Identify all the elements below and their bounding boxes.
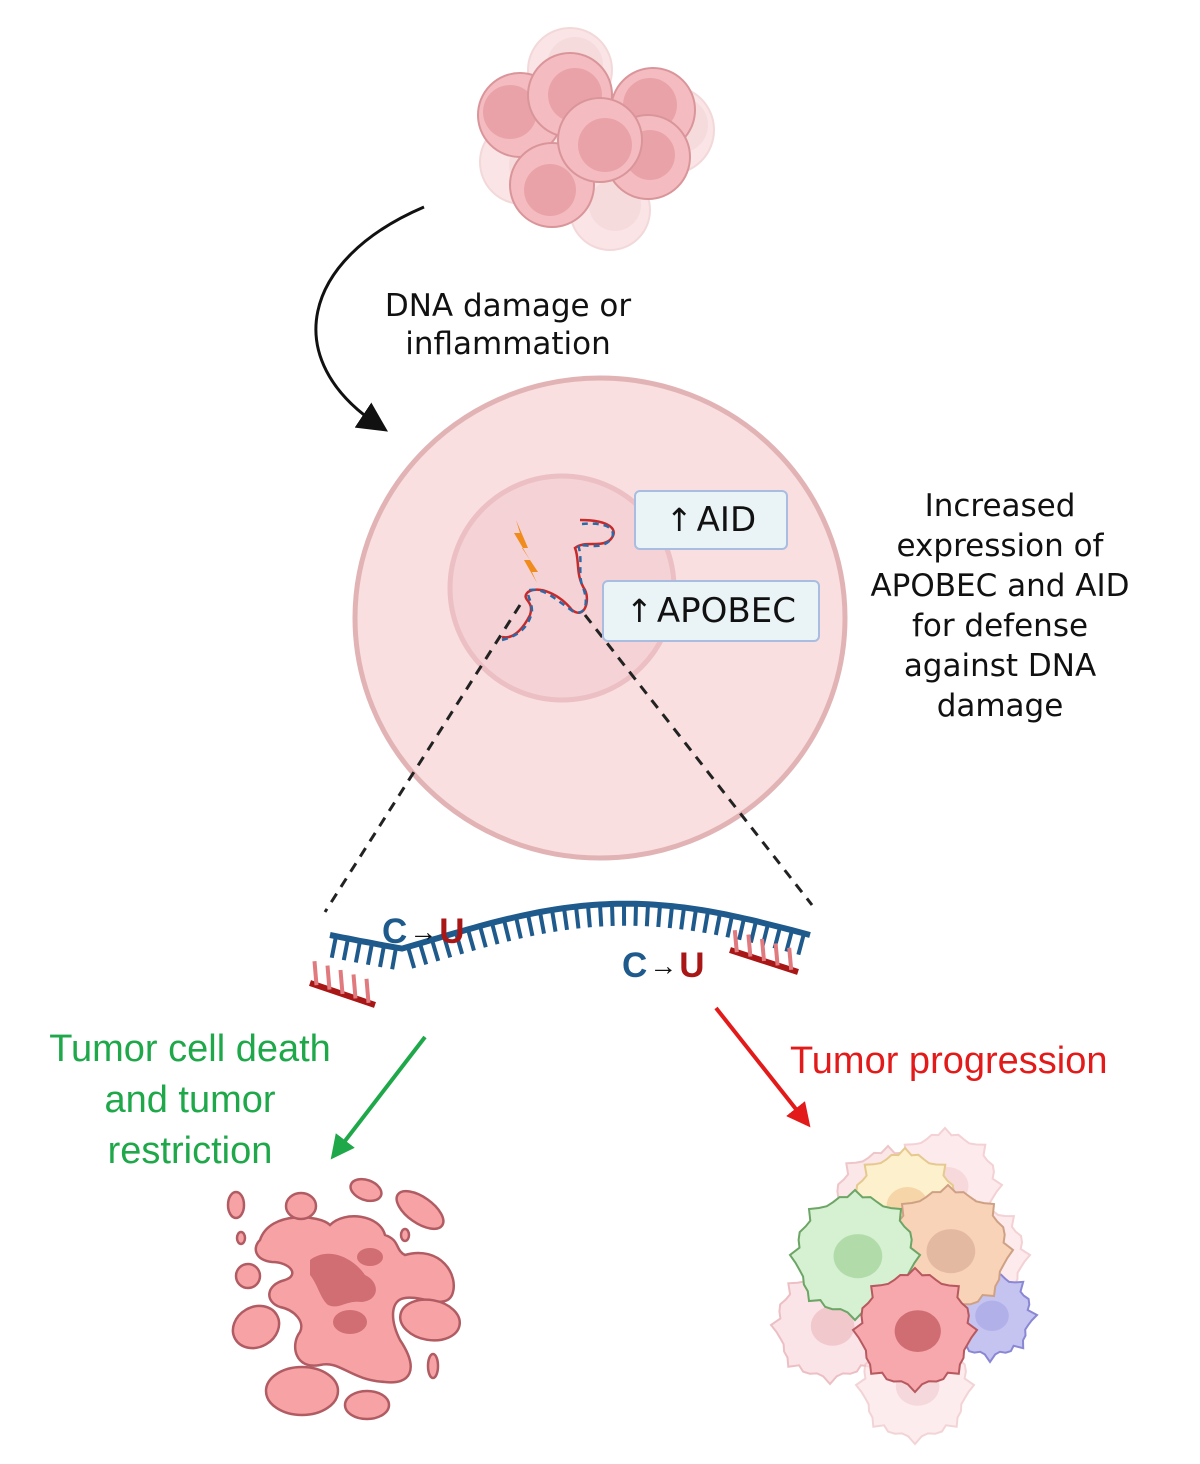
dna-base bbox=[679, 907, 686, 930]
dna-base bbox=[478, 925, 488, 948]
normal-cell-cluster-icon bbox=[477, 27, 715, 251]
complementary-base bbox=[746, 934, 753, 957]
dna-base bbox=[466, 928, 476, 952]
dna-base bbox=[598, 904, 604, 927]
dna-base bbox=[406, 946, 417, 969]
apobec-label: APOBEC bbox=[656, 591, 796, 631]
mutation-label-left: C → U bbox=[382, 912, 465, 951]
dna-base bbox=[713, 912, 722, 936]
dna-base bbox=[353, 940, 362, 963]
dna-base bbox=[550, 909, 558, 932]
dna-base bbox=[586, 905, 592, 928]
mutation-label-right: C → U bbox=[622, 946, 705, 985]
dna-base bbox=[574, 906, 581, 929]
complementary-base bbox=[760, 938, 766, 962]
apobec-box: ↑ APOBEC bbox=[602, 580, 820, 642]
dna-base bbox=[667, 905, 674, 929]
dna-base bbox=[514, 916, 523, 939]
dna-base bbox=[418, 942, 429, 966]
dna-base bbox=[329, 935, 338, 959]
right-arrow-icon: → bbox=[649, 950, 678, 981]
dna-base bbox=[610, 903, 615, 926]
complementary-base bbox=[732, 930, 739, 953]
dna-base bbox=[737, 917, 746, 941]
dna-base bbox=[562, 907, 569, 931]
complementary-base bbox=[338, 969, 345, 995]
tumor-cell-red bbox=[851, 1266, 979, 1394]
dna-base bbox=[365, 942, 374, 966]
dna-base bbox=[442, 935, 453, 958]
complementary-base bbox=[364, 978, 371, 1003]
tumor-cell-cluster-icon bbox=[769, 1126, 1039, 1446]
aid-box: ↑ AID bbox=[634, 490, 788, 550]
dna-base bbox=[490, 922, 500, 945]
lightning-bolt-icon bbox=[514, 520, 538, 583]
dna-base bbox=[378, 945, 386, 968]
dna-base bbox=[644, 904, 650, 927]
up-arrow-icon: ↑ bbox=[626, 592, 653, 630]
dna-base bbox=[538, 911, 546, 935]
red-outcome-arrow bbox=[714, 1006, 811, 1128]
dna-double-helix-icon bbox=[501, 518, 615, 642]
zoom-line-right bbox=[583, 614, 814, 906]
dna-base bbox=[502, 919, 512, 942]
complementary-base bbox=[787, 947, 794, 970]
dying-tumor-cell-nuclei bbox=[310, 1248, 383, 1334]
complementary-base bbox=[312, 961, 319, 986]
dna-base bbox=[656, 904, 662, 928]
dna-base bbox=[633, 903, 638, 926]
complementary-base bbox=[773, 943, 780, 966]
dna-backbone bbox=[329, 900, 811, 952]
dna-base bbox=[796, 932, 806, 956]
dna-base bbox=[748, 920, 758, 944]
complementary-base bbox=[325, 965, 332, 990]
dna-base bbox=[430, 939, 441, 962]
dna-base bbox=[702, 910, 710, 934]
explanation-label: Increased expression of APOBEC and AID f… bbox=[870, 488, 1130, 724]
right-arrow-icon: → bbox=[409, 916, 438, 947]
dna-base bbox=[526, 913, 535, 937]
dna-base bbox=[725, 915, 734, 938]
dna-base bbox=[784, 929, 794, 953]
complementary-base bbox=[351, 974, 358, 999]
dna-base bbox=[390, 947, 398, 970]
dna-base bbox=[454, 932, 465, 955]
dna-base bbox=[690, 908, 698, 932]
dna-strand-icon bbox=[309, 900, 811, 1008]
up-arrow-icon: ↑ bbox=[665, 501, 693, 539]
zoom-line-left bbox=[323, 604, 522, 913]
dna-base bbox=[341, 938, 350, 961]
green-outcome-arrow bbox=[330, 1035, 427, 1160]
outcome-left-label: Tumor cell death and tumor restriction bbox=[49, 1028, 331, 1172]
trigger-label: DNA damage or inflammation bbox=[384, 288, 632, 362]
trigger-arrow bbox=[314, 205, 425, 432]
outcome-right-label: Tumor progression bbox=[790, 1040, 1108, 1082]
aid-label: AID bbox=[696, 500, 757, 540]
